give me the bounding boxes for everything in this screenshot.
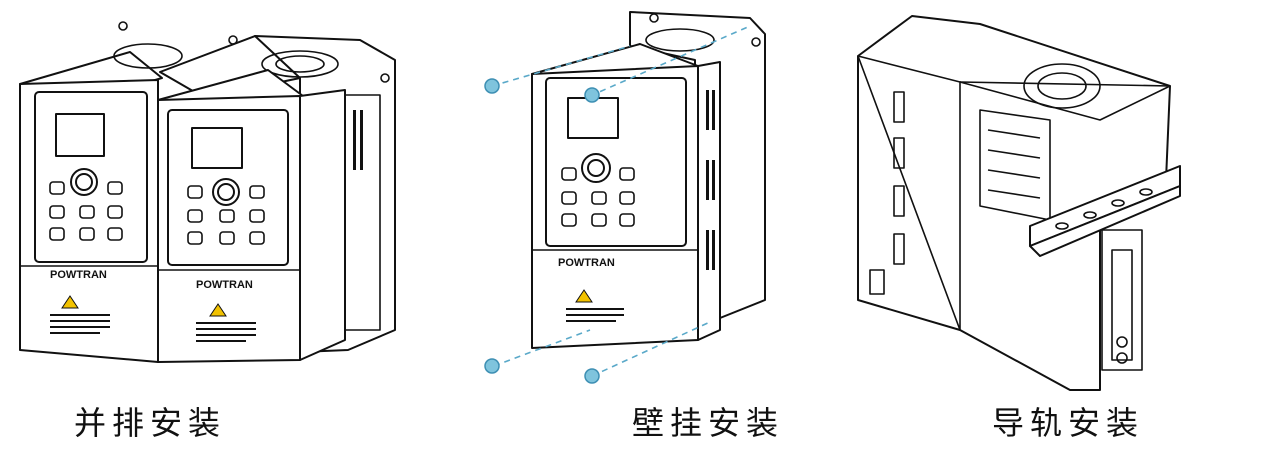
inverter-front-left: POWTRAN	[19, 21, 183, 363]
screw-icon	[584, 87, 600, 103]
inverter-front-right: POWTRAN	[157, 69, 346, 363]
brand-label: POWTRAN	[558, 257, 615, 269]
side-by-side-inverters-illustration: POWTRAN POWTRAN	[19, 21, 396, 363]
brand-label: POWTRAN	[196, 279, 253, 291]
caption-din-rail: 导轨安装	[991, 404, 1144, 442]
din-rail	[1029, 165, 1181, 257]
warning-icon	[209, 303, 227, 317]
brand-label: POWTRAN	[50, 269, 107, 281]
panel-wall-mount: POWTRAN 壁挂安装	[470, 0, 790, 462]
screw-icon	[484, 78, 500, 94]
vent-slots-right	[706, 90, 715, 270]
panel-side-by-side: POWTRAN POWTRAN	[0, 0, 420, 462]
screw-icon	[584, 368, 600, 384]
warning-icon	[575, 289, 593, 303]
side-vents	[869, 91, 905, 295]
panel-din-rail: 导轨安装	[840, 0, 1181, 462]
warning-icon	[61, 295, 79, 309]
caption-wall-mount: 壁挂安装	[631, 404, 784, 442]
mounting-guides	[491, 25, 751, 377]
rail-clip	[1101, 229, 1143, 371]
screw-icon	[484, 358, 500, 374]
din-rail-inverter-illustration	[857, 15, 1181, 391]
wall-mount-inverter-illustration: POWTRAN	[484, 11, 766, 384]
caption-side-by-side: 并排安装	[73, 404, 226, 442]
